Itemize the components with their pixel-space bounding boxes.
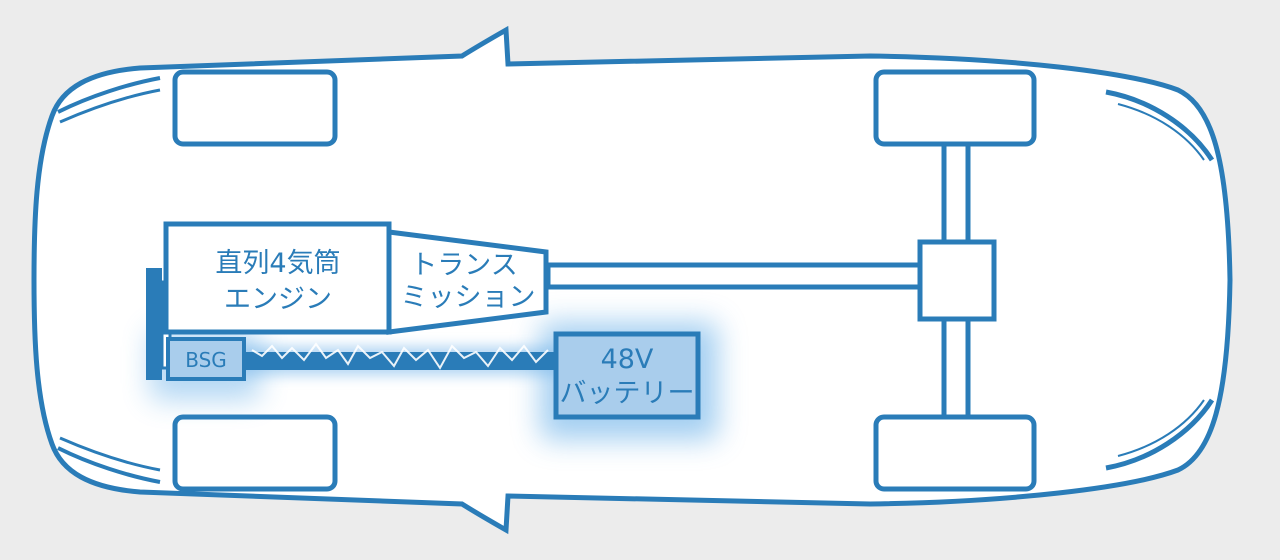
wheel-rear-left xyxy=(873,69,1037,147)
propeller-shaft xyxy=(545,262,923,290)
transmission-label-line1: トランス xyxy=(410,250,517,281)
battery-label-line2: バッテリー xyxy=(560,378,695,409)
rear-right-light-inner xyxy=(1117,399,1205,457)
electric-sparks xyxy=(251,342,549,370)
engine-block xyxy=(163,221,392,335)
front-right-light xyxy=(57,446,161,484)
rear-right-light xyxy=(1105,398,1215,471)
power-cable xyxy=(244,352,556,370)
rear-left-light-inner xyxy=(1117,103,1205,161)
front-left-light-inner xyxy=(59,88,161,124)
transmission-label-line2: ミッション xyxy=(401,282,536,313)
front-right-light-inner xyxy=(59,436,161,472)
rear-left-light xyxy=(1105,89,1215,162)
battery-label-line1: 48V xyxy=(601,344,654,375)
bsg-label: BSG xyxy=(185,348,227,372)
engine-label-line2: エンジン xyxy=(224,284,332,315)
engine-label-line1: 直列4気筒 xyxy=(215,248,340,279)
crank-pulley xyxy=(146,268,162,380)
front-left-light xyxy=(57,76,161,114)
differential xyxy=(917,239,997,322)
transmission xyxy=(386,229,549,335)
wheel-front-right xyxy=(172,414,338,492)
wheel-rear-right xyxy=(873,414,1037,492)
battery-box xyxy=(553,331,701,420)
wheel-front-left xyxy=(172,69,338,147)
